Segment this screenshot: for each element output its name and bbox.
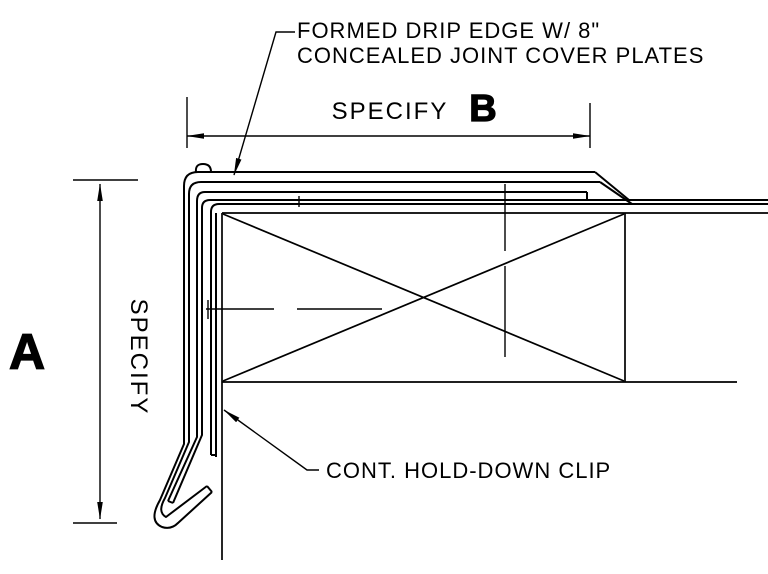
drip-edge-profile xyxy=(153,163,768,529)
hold-down-clip-callout: CONT. HOLD-DOWN CLIP xyxy=(223,409,611,483)
wood-blocking xyxy=(221,212,768,560)
hem-end-cap xyxy=(167,500,174,504)
drip-edge-leader xyxy=(233,31,295,176)
dimension-b: SPECIFY B xyxy=(186,87,591,148)
cover-plate-inner-line xyxy=(172,199,768,504)
right-slope-outer xyxy=(594,171,630,201)
cover-plate-line xyxy=(167,191,587,502)
drip-edge-callout-line1: FORMED DRIP EDGE W/ 8" xyxy=(297,18,600,43)
dim-b-ref: B xyxy=(469,88,496,130)
cleat-line-outer xyxy=(210,203,768,455)
hold-down-clip-label: CONT. HOLD-DOWN CLIP xyxy=(326,458,611,483)
coping-inner-sheet xyxy=(160,181,600,518)
dim-b-label: SPECIFY xyxy=(332,98,449,125)
hold-down-clip-leader xyxy=(223,409,319,471)
centerlines xyxy=(206,184,506,357)
hook-tip-cap xyxy=(206,485,213,493)
right-slope-inner xyxy=(599,181,633,205)
blocking-x-diagonal-2 xyxy=(222,213,625,382)
drip-hem-bump xyxy=(194,163,212,173)
dim-a-label: SPECIFY xyxy=(125,299,152,416)
drip-edge-callout-line2: CONCEALED JOINT COVER PLATES xyxy=(297,43,704,68)
dim-a-ref: A xyxy=(9,324,45,380)
dimension-a: SPECIFY A xyxy=(8,179,152,524)
drip-edge-callout: FORMED DRIP EDGE W/ 8" CONCEALED JOINT C… xyxy=(233,18,704,176)
coping-outer-sheet xyxy=(153,171,595,529)
